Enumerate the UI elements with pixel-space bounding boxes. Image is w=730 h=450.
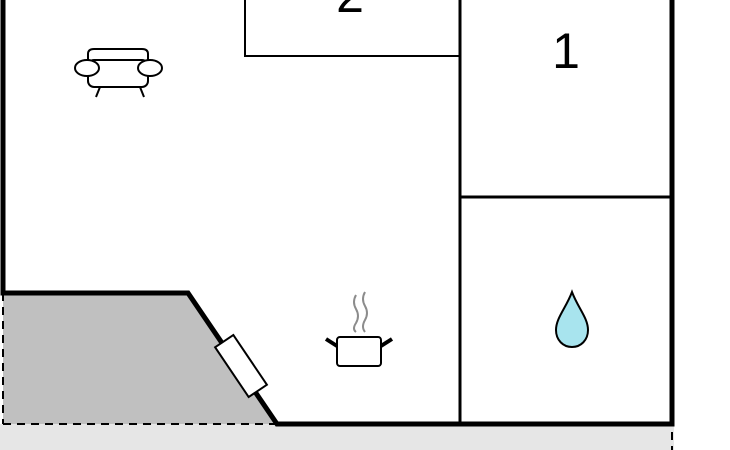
cooking-pot-icon xyxy=(324,291,394,367)
room-2: 2 xyxy=(244,0,460,57)
sofa-icon xyxy=(74,48,163,98)
living-area-floor xyxy=(3,0,672,424)
water-drop-icon xyxy=(554,289,590,349)
room-1-label: 1 xyxy=(552,23,580,79)
room-2-label: 2 xyxy=(336,0,364,23)
radiator-icon xyxy=(213,333,269,399)
balcony-area xyxy=(0,424,674,450)
room-1: 1 xyxy=(552,23,580,79)
